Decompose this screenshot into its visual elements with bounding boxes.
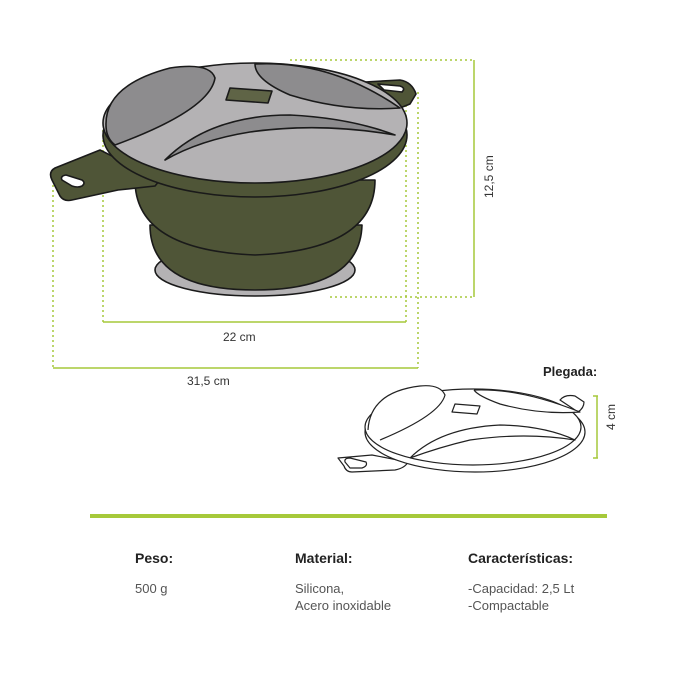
- pot-expanded: [49, 62, 417, 297]
- spec-features-line-2: -Compactable: [468, 598, 549, 613]
- height-label: 12,5 cm: [482, 155, 496, 198]
- total-width-label: 31,5 cm: [187, 374, 230, 388]
- folded-title: Plegada:: [543, 364, 598, 379]
- divider: [90, 514, 607, 518]
- spec-material-label: Material:: [295, 550, 353, 566]
- spec-features-line-1: -Capacidad: 2,5 Lt: [468, 581, 575, 596]
- spec-weight: Peso: 500 g: [135, 550, 173, 597]
- spec-material-line-2: Acero inoxidable: [295, 598, 392, 613]
- spec-features-label: Características:: [468, 550, 574, 566]
- spec-weight-value: 500 g: [135, 581, 168, 596]
- folded-height-label: 4 cm: [604, 403, 618, 430]
- spec-features: Características: -Capacidad: 2,5 Lt -Com…: [468, 550, 574, 614]
- inner-diameter-label: 22 cm: [223, 330, 256, 344]
- spec-material: Material: Silicona, Acero inoxidable: [295, 550, 391, 614]
- spec-material-line-1: Silicona,: [295, 581, 345, 596]
- pot-folded: [337, 385, 586, 473]
- spec-weight-label: Peso:: [135, 550, 174, 566]
